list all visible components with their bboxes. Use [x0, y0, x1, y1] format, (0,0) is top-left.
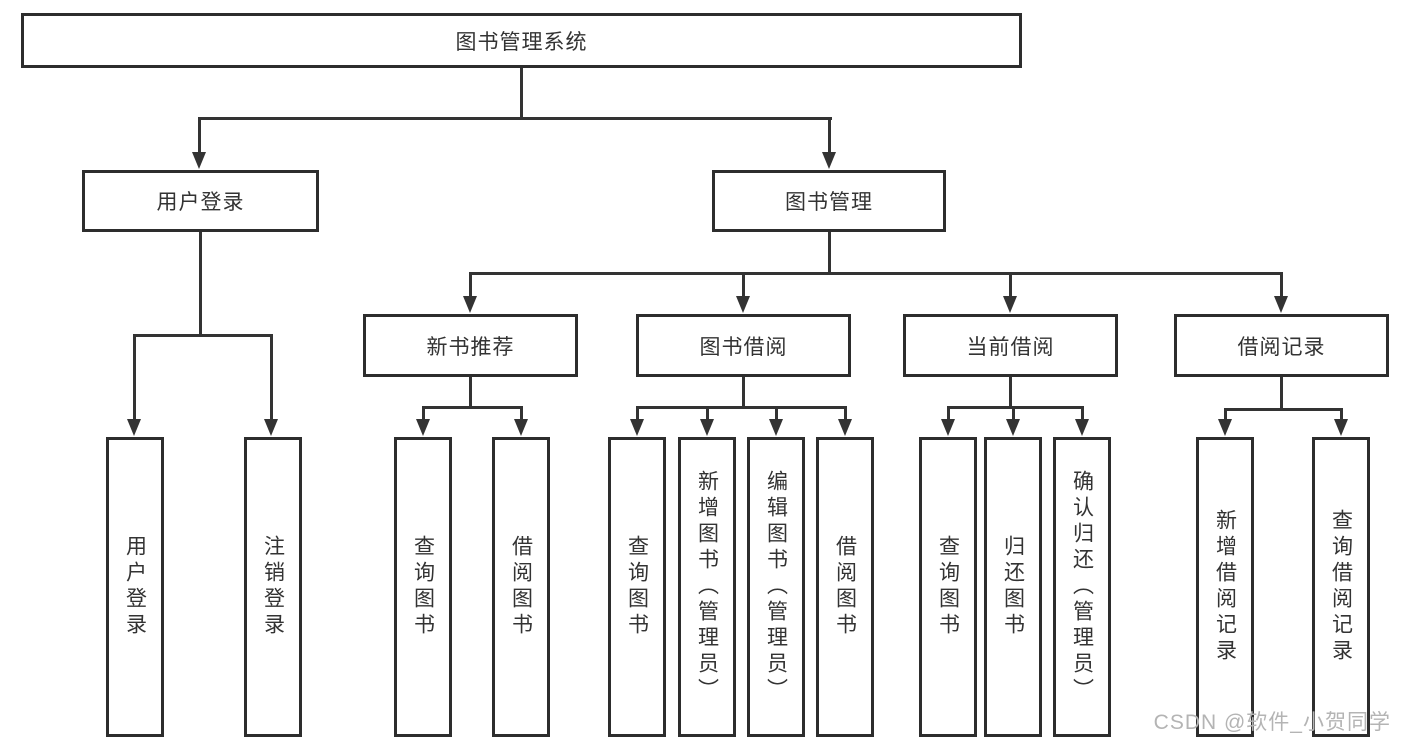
edge-to-borrowing-query	[636, 406, 639, 421]
node-current-confirm-return-label: 确认归还（管理员）	[1070, 470, 1094, 704]
arrow-down-icon	[264, 419, 278, 436]
node-book-management-label: 图书管理	[785, 191, 873, 214]
arrow-down-icon	[416, 419, 430, 436]
edge-to-new-book-recommend	[469, 272, 472, 297]
arrow-down-icon	[127, 419, 141, 436]
edge-to-recommend-query	[422, 406, 425, 421]
arrow-down-icon	[822, 152, 836, 169]
node-new-book-recommend: 新书推荐	[363, 314, 578, 377]
node-current-borrowing: 当前借阅	[903, 314, 1118, 377]
edge-current-bus	[947, 406, 1084, 409]
edge-to-user-login	[133, 334, 136, 419]
node-book-borrowing: 图书借阅	[636, 314, 851, 377]
arrow-down-icon	[1006, 419, 1020, 436]
edge-records-bus	[1224, 408, 1343, 411]
node-borrowing-edit-book: 编辑图书（管理员）	[747, 437, 805, 737]
node-user-login-group-label: 用户登录	[156, 191, 245, 214]
edge-to-logout-login	[270, 334, 273, 419]
edge-to-current-return	[1012, 406, 1015, 421]
node-borrowing-borrow-book: 借阅图书	[816, 437, 874, 737]
node-borrowing-query-book: 查询图书	[608, 437, 666, 737]
arrow-down-icon	[514, 419, 528, 436]
edge-recommend-stem	[469, 375, 472, 408]
node-current-return-book: 归还图书	[984, 437, 1042, 737]
edge-to-borrowing-add	[706, 406, 709, 421]
edge-to-book-borrowing	[742, 272, 745, 297]
edge-to-borrowing-edit	[775, 406, 778, 421]
arrow-down-icon	[192, 152, 206, 169]
edge-root-bus	[198, 117, 832, 120]
edge-book-management-bus	[469, 272, 1283, 275]
arrow-down-icon	[1218, 419, 1232, 436]
node-recommend-query-book: 查询图书	[394, 437, 452, 737]
edge-book-management-stem	[828, 232, 831, 275]
arrow-down-icon	[838, 419, 852, 436]
node-borrowing-add-book-label: 新增图书（管理员）	[695, 470, 719, 704]
arrow-down-icon	[941, 419, 955, 436]
edge-user-login-bus	[133, 334, 273, 337]
node-root: 图书管理系统	[21, 13, 1022, 68]
node-user-login: 用户登录	[106, 437, 164, 737]
edge-to-current-borrowing	[1009, 272, 1012, 297]
edge-to-records-query	[1340, 408, 1343, 421]
node-logout-login: 注销登录	[244, 437, 302, 737]
edge-borrowing-bus	[636, 406, 846, 409]
edge-records-stem	[1280, 375, 1283, 410]
edge-to-borrowing-records	[1280, 272, 1283, 297]
edge-user-login-stem	[199, 232, 202, 337]
node-records-query-record-label: 查询借阅记录	[1329, 509, 1353, 665]
watermark: CSDN @软件_小贺同学	[1153, 711, 1391, 734]
node-current-confirm-return: 确认归还（管理员）	[1053, 437, 1111, 737]
node-borrowing-records: 借阅记录	[1174, 314, 1389, 377]
edge-to-borrowing-borrow	[844, 406, 847, 421]
node-book-management: 图书管理	[712, 170, 946, 232]
node-borrowing-records-label: 借阅记录	[1237, 335, 1326, 359]
node-current-query-book-label: 查询图书	[936, 535, 960, 639]
node-records-add-record-label: 新增借阅记录	[1213, 509, 1237, 665]
node-borrowing-add-book: 新增图书（管理员）	[678, 437, 736, 737]
edge-to-current-confirm	[1081, 406, 1084, 421]
edge-recommend-bus	[422, 406, 522, 409]
edge-borrowing-stem	[742, 375, 745, 408]
node-root-label: 图书管理系统	[455, 30, 588, 54]
arrow-down-icon	[769, 419, 783, 436]
arrow-down-icon	[700, 419, 714, 436]
edge-to-user-login-group	[198, 117, 201, 154]
arrow-down-icon	[736, 296, 750, 313]
node-borrowing-query-book-label: 查询图书	[625, 535, 649, 639]
arrow-down-icon	[463, 296, 477, 313]
node-current-return-book-label: 归还图书	[1001, 535, 1025, 639]
node-new-book-recommend-label: 新书推荐	[426, 335, 515, 359]
arrow-down-icon	[1003, 296, 1017, 313]
node-book-borrowing-label: 图书借阅	[699, 335, 788, 359]
node-current-query-book: 查询图书	[919, 437, 977, 737]
node-logout-login-label: 注销登录	[261, 535, 285, 639]
node-borrowing-edit-book-label: 编辑图书（管理员）	[764, 470, 788, 704]
edge-root-stem	[520, 68, 523, 119]
node-user-login-group: 用户登录	[82, 170, 319, 232]
node-records-query-record: 查询借阅记录	[1312, 437, 1370, 737]
arrow-down-icon	[1334, 419, 1348, 436]
node-records-add-record: 新增借阅记录	[1196, 437, 1254, 737]
node-recommend-borrow-book-label: 借阅图书	[509, 535, 533, 639]
arrow-down-icon	[1075, 419, 1089, 436]
edge-to-book-management	[828, 117, 831, 154]
edge-to-recommend-borrow	[520, 406, 523, 421]
node-recommend-borrow-book: 借阅图书	[492, 437, 550, 737]
node-current-borrowing-label: 当前借阅	[966, 335, 1055, 359]
edge-to-records-add	[1224, 408, 1227, 421]
node-recommend-query-book-label: 查询图书	[411, 535, 435, 639]
node-user-login-label: 用户登录	[123, 535, 147, 639]
edge-to-current-query	[947, 406, 950, 421]
edge-current-stem	[1009, 375, 1012, 408]
arrow-down-icon	[1274, 296, 1288, 313]
arrow-down-icon	[630, 419, 644, 436]
node-borrowing-borrow-book-label: 借阅图书	[833, 535, 857, 639]
